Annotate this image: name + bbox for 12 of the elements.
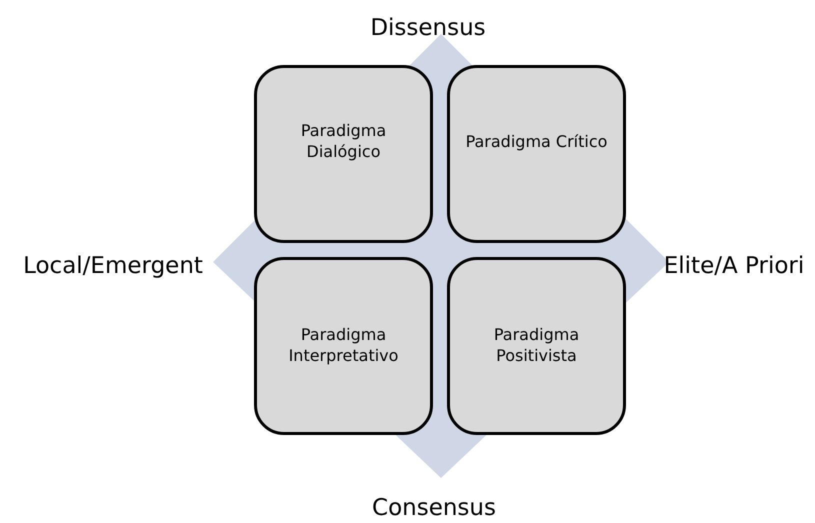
paradigm-box [254,257,433,435]
paradigm-label: Paradigma Crítico [466,132,608,152]
paradigm-box [447,65,626,243]
axis-label: Local/Emergent [23,253,203,279]
axis-label: Dissensus [370,15,486,41]
paradigm-label: Paradigma Interpretativo [288,325,400,367]
axis-label: Consensus [372,495,496,521]
paradigm-box [447,257,626,435]
paradigm-box [254,65,433,243]
axis-label: Elite/A Priori [664,253,804,279]
paradigm-label: Paradigma Positivista [492,325,580,367]
paradigm-label: Paradigma Dialógico [300,121,388,163]
